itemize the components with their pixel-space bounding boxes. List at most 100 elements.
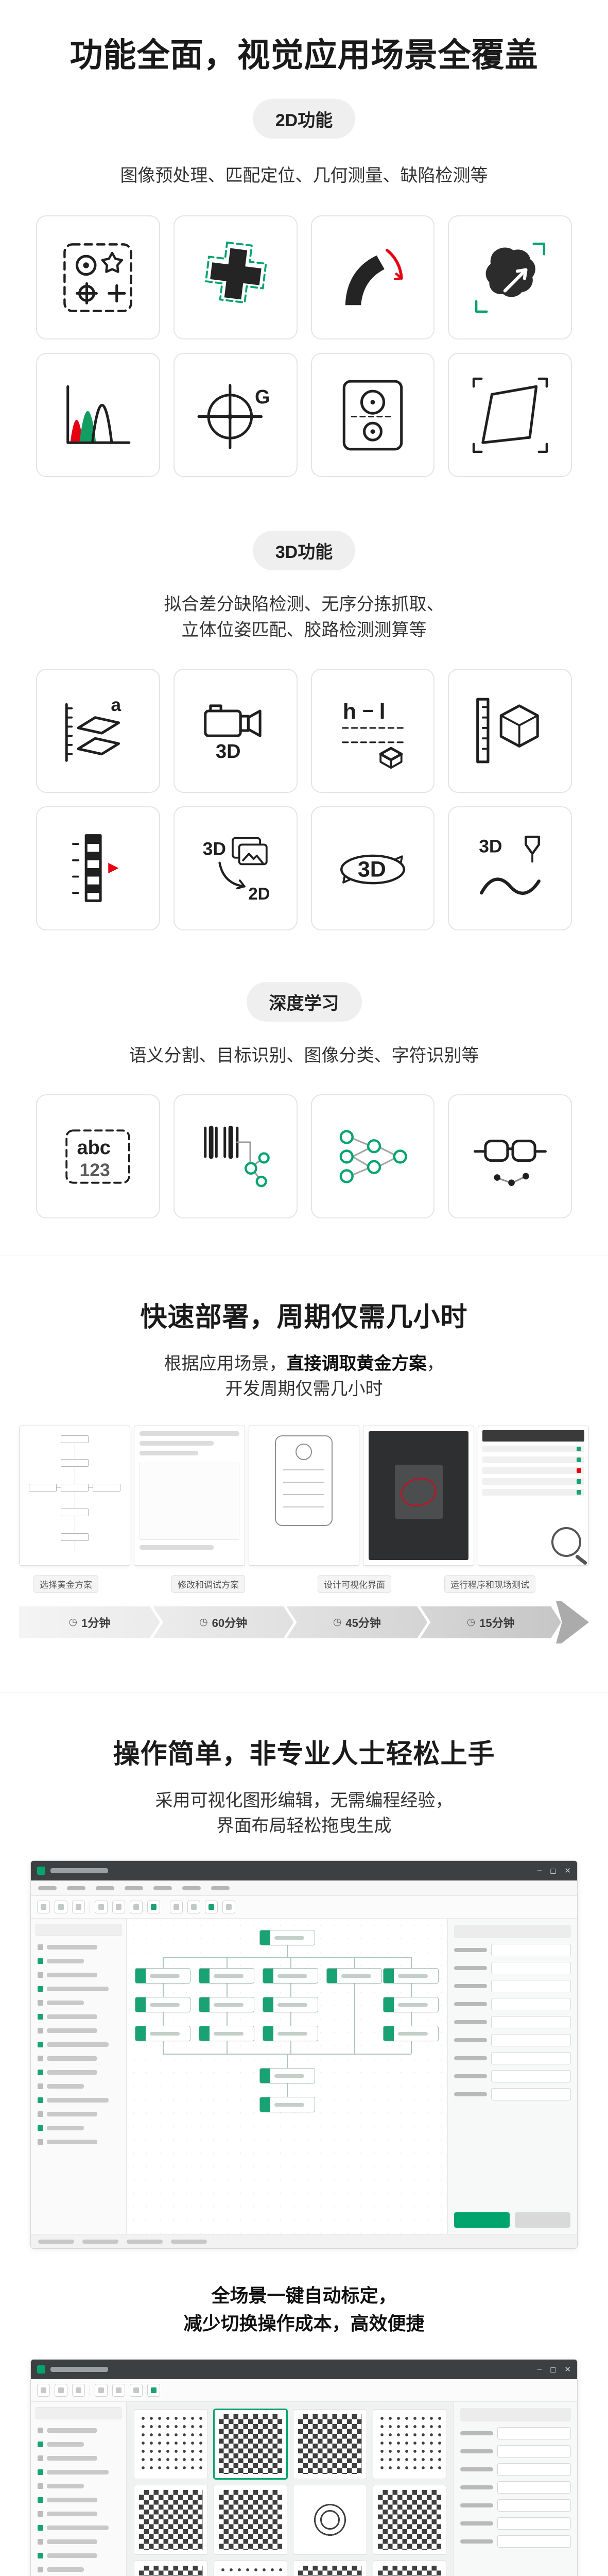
property-input (491, 1998, 571, 2011)
flow-connector (411, 1984, 412, 1997)
flow-node-label-bar (214, 2031, 244, 2036)
app-logo-icon (37, 1867, 45, 1875)
workflow-step-labels: 选择黄金方案 修改和调试方案 设计可视化界面 运行程序和现场测试 (19, 1571, 589, 1595)
template-matching-icon (205, 241, 267, 303)
ocr-icon: abc 123 (65, 1129, 131, 1184)
clock-icon: ◷ (466, 1617, 476, 1628)
editor-body (31, 1919, 577, 2234)
property-input (491, 2070, 571, 2083)
tree-item-label-bar (47, 2428, 97, 2433)
tree-item-icon (38, 2070, 43, 2076)
tree-row (36, 2493, 121, 2507)
defect-detection-icon (475, 242, 545, 313)
setting-label-bar (460, 2485, 493, 2490)
menu-item-bar (38, 1886, 57, 1890)
flow-node (383, 1968, 439, 1984)
tree-row (36, 1996, 121, 2010)
crosshair-positioning-icon: G (197, 383, 270, 449)
tree-item-icon (38, 2539, 43, 2545)
neural-network-icon (339, 1130, 407, 1183)
tree-item-icon (38, 2455, 43, 2462)
badge-deep-learning: 深度学习 (246, 981, 362, 1022)
calibration-note-line2: 减少切换操作成本，高效便捷 (183, 2313, 425, 2334)
report-row (482, 1467, 584, 1474)
timeline-segment: ◷ 60分钟 (153, 1606, 294, 1638)
property-input (491, 2052, 571, 2065)
icon-3d-label: 3D (479, 836, 502, 857)
setting-row (460, 2517, 571, 2530)
blob-analysis-icon (63, 243, 133, 312)
setting-label-bar (460, 2431, 493, 2436)
icon-tile-3d-camera: 3D (173, 668, 298, 793)
toolbar-icon (130, 1901, 143, 1914)
icon-tile-defect-detect (448, 215, 572, 340)
toolbar-icon (55, 1901, 67, 1914)
icon-minus: − (362, 701, 374, 722)
tree-item-label-bar (47, 2014, 97, 2020)
property-label-bar (454, 2020, 487, 2025)
histogram-icon (66, 385, 131, 444)
toolbar-icon (55, 2384, 67, 2397)
tree-row (36, 2052, 121, 2065)
calibration-target-pattern (298, 2566, 362, 2576)
icon-tile-code-recognition (173, 1094, 298, 1219)
maximize-icon: ◻ (549, 2365, 557, 2375)
flow-node (263, 1997, 318, 2013)
window-title-bar (50, 1868, 108, 1874)
icon-3d-label: 3D (216, 741, 241, 763)
property-input (491, 2088, 571, 2101)
tree-item-icon (38, 2553, 43, 2559)
icon-letter-g: G (255, 386, 270, 408)
flow-node-label-bar (398, 2003, 428, 2007)
depth-scale-icon (72, 834, 119, 903)
calibration-target-pattern (218, 2414, 282, 2475)
tree-item-icon (38, 2097, 43, 2104)
toolbar-icon (205, 1901, 218, 1914)
flow-connector (411, 1957, 412, 1969)
cancel-button (515, 2212, 570, 2228)
report-header (482, 1430, 584, 1442)
tree-item-icon (38, 2028, 43, 2034)
property-row (454, 2016, 571, 2029)
flow-connector (163, 1984, 164, 1997)
tree-row (36, 2451, 121, 2465)
flow-node-label-bar (150, 2003, 180, 2007)
calibration-image-card (134, 2409, 208, 2480)
doc-text-bar (139, 1450, 198, 1455)
property-label-bar (454, 2002, 487, 2007)
icon-tile-perspective (448, 353, 572, 478)
tree-item-icon (38, 2111, 43, 2117)
property-input (491, 2016, 571, 2029)
calibration-target-pattern (377, 2414, 441, 2475)
flow-box (60, 1508, 89, 1516)
timeline-segment: ◷ 45分钟 (287, 1606, 428, 1638)
window-titlebar: – ◻ ✕ (31, 2360, 577, 2380)
calibration-target-pattern (218, 2566, 282, 2576)
tree-item-icon (38, 2567, 43, 2573)
icon-tile-depth-scale (36, 806, 160, 930)
property-row (454, 1944, 571, 1957)
goggles-detection-icon (473, 1139, 547, 1186)
calibration-note-line1: 全场景一键自动标定， (211, 2285, 397, 2307)
menubar (31, 1880, 577, 1896)
tree-row (36, 2535, 121, 2549)
wireframe-shape (275, 1435, 333, 1526)
cube-scan-icon (476, 698, 539, 764)
tree-item-label-bar (47, 1987, 109, 1992)
flow-node (259, 1930, 315, 1946)
ease-title: 操作简单，非专业人士轻松上手 (113, 1739, 495, 1769)
flow-connector (227, 2012, 228, 2026)
report-row (482, 1445, 584, 1452)
tree-panel-header (36, 2407, 121, 2420)
tree-item-label-bar (47, 2539, 97, 2545)
toolbar-icon (130, 2384, 143, 2397)
tree-item-icon (38, 2483, 43, 2489)
flow-node (383, 1997, 439, 2013)
circle-gauge-icon (342, 380, 403, 451)
tree-item-label-bar (47, 2526, 109, 2531)
workflow-thumb-inspect-image (363, 1425, 475, 1566)
icon-tile-blob-analysis (36, 215, 160, 340)
calibration-image-card (213, 2485, 287, 2555)
calibration-image-grid (127, 2402, 454, 2576)
status-bar-item (82, 2239, 118, 2244)
